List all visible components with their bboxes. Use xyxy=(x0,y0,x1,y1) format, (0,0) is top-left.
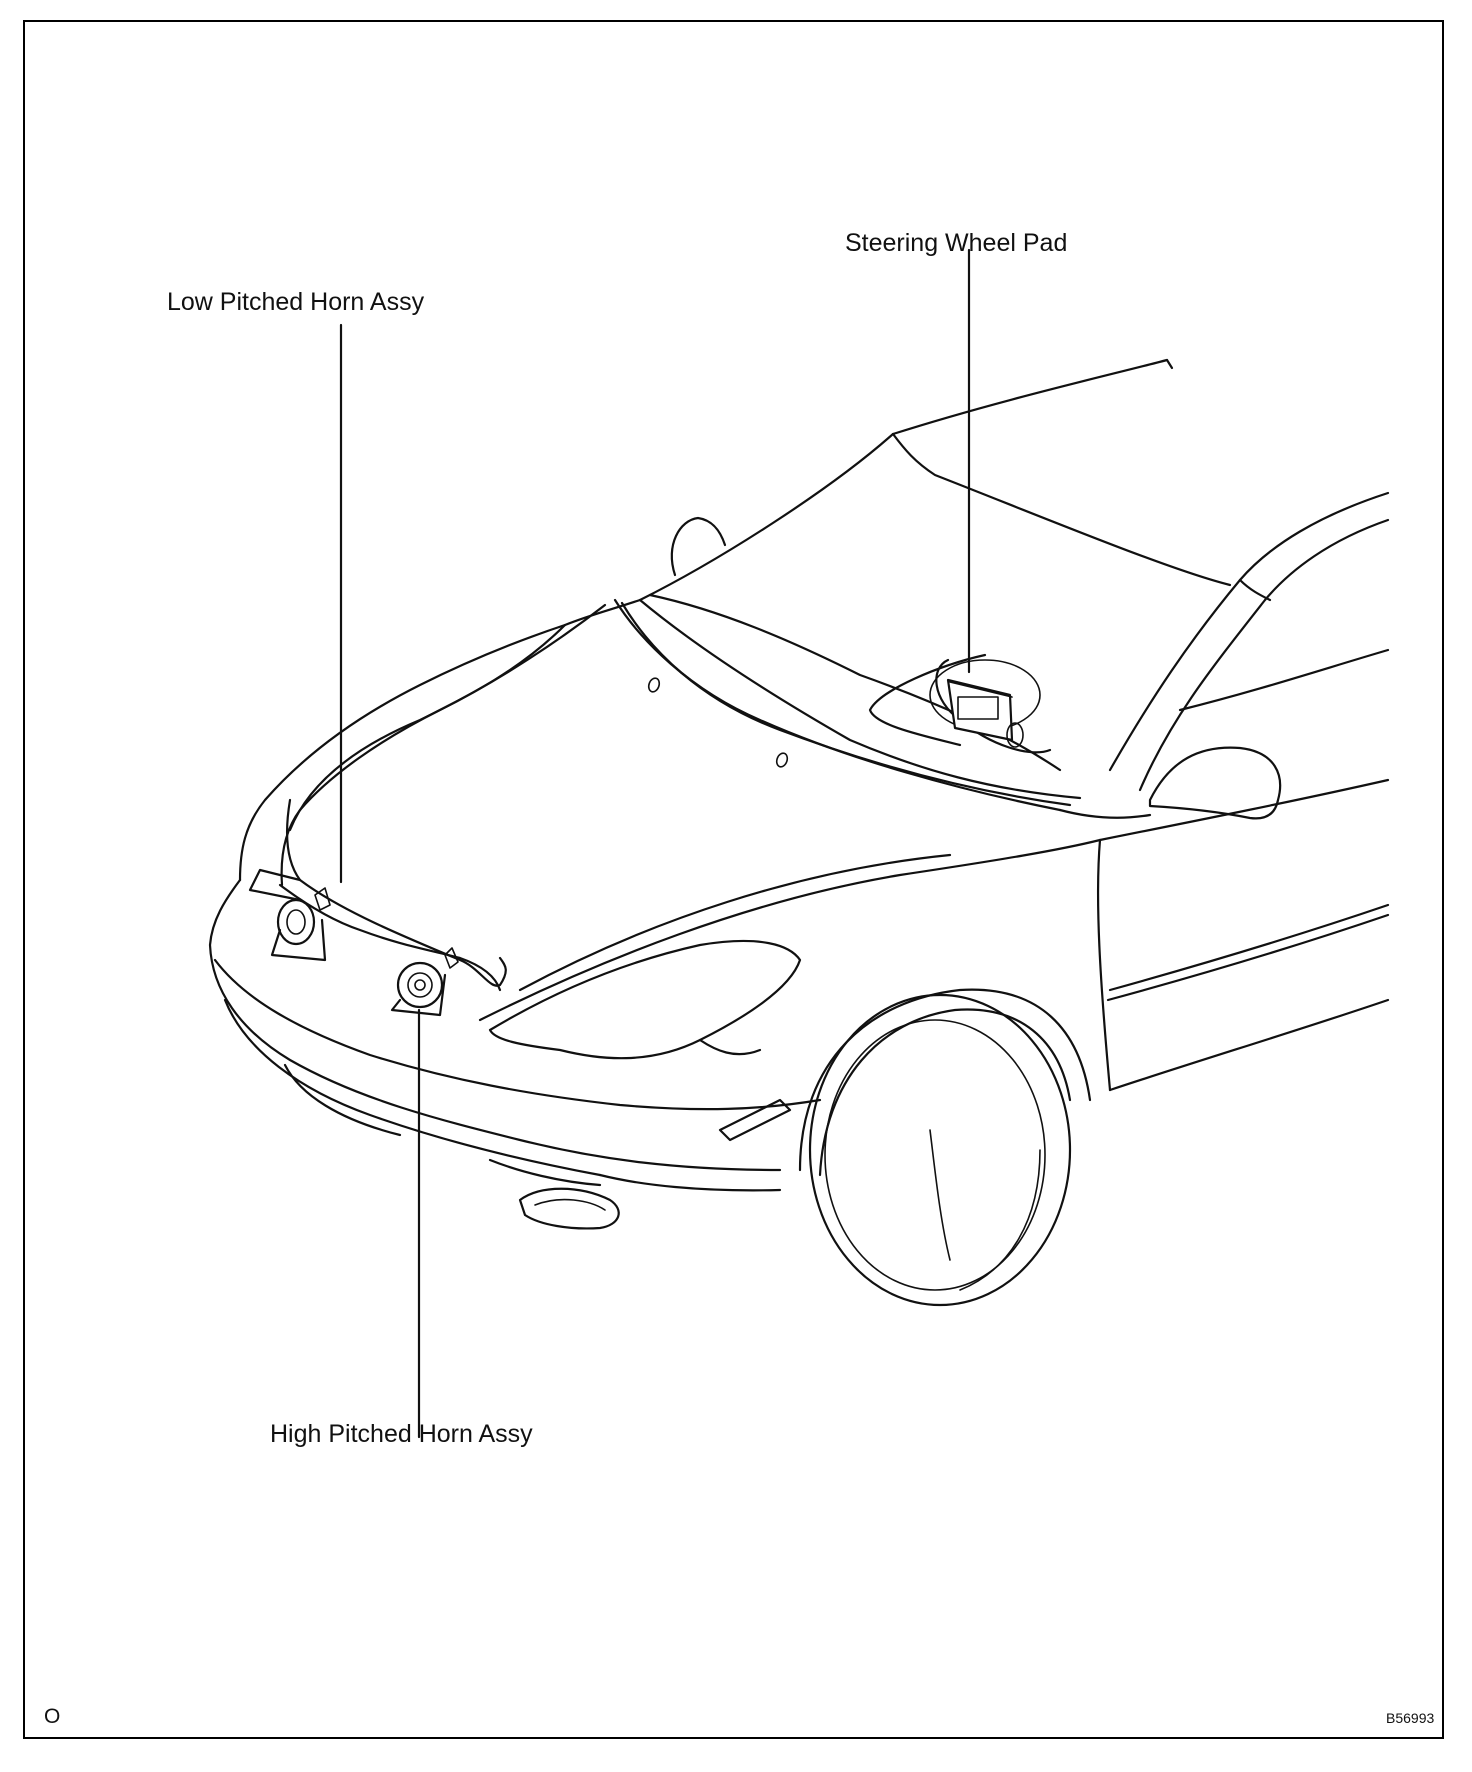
fog-lamp xyxy=(518,1187,620,1230)
far-side-mirror xyxy=(670,516,727,577)
high-pitched-horn xyxy=(390,947,459,1017)
callout-high-pitched-horn: High Pitched Horn Assy xyxy=(270,1420,533,1448)
callout-steering-wheel-pad: Steering Wheel Pad xyxy=(845,229,1068,257)
corner-mark: O xyxy=(44,1705,61,1728)
figure-code: B56993 xyxy=(1386,1710,1435,1726)
windshield xyxy=(638,432,1082,800)
car-roof xyxy=(891,358,1232,587)
body-shoulder xyxy=(478,778,1390,1092)
front-bumper xyxy=(208,878,822,1192)
diagram-frame xyxy=(23,20,1444,1739)
side-mirror xyxy=(1148,746,1282,820)
steering-wheel xyxy=(868,653,1052,754)
hood xyxy=(238,598,1152,887)
grille xyxy=(248,798,507,987)
side-window xyxy=(1108,491,1390,792)
headlight xyxy=(488,939,802,1060)
leader-lines xyxy=(339,248,971,1439)
side-marker xyxy=(718,1098,792,1142)
front-wheel xyxy=(798,988,1092,1307)
callout-low-pitched-horn: Low Pitched Horn Assy xyxy=(167,288,425,316)
low-pitched-horn xyxy=(270,887,331,962)
cowl xyxy=(620,601,1072,807)
